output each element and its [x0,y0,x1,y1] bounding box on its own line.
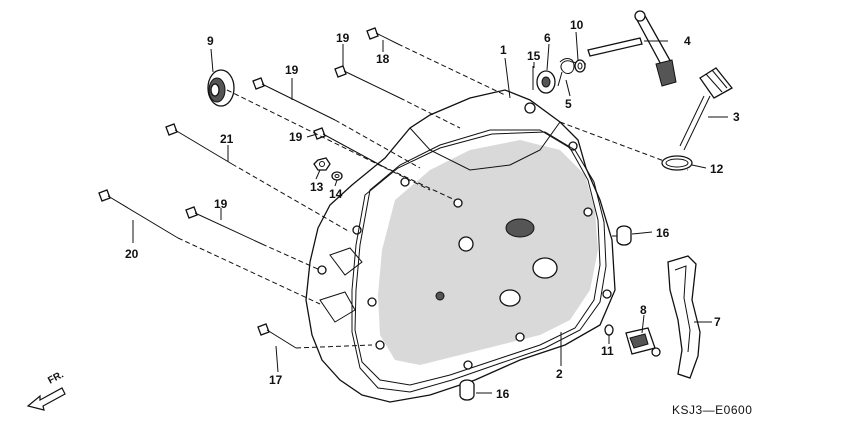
callout-20: 20 [125,247,139,261]
callout-8: 8 [640,303,647,317]
callout-3: 3 [733,110,740,124]
callout-7: 7 [714,315,721,329]
callout-18: 18 [376,52,390,66]
callout-5: 5 [565,97,572,111]
callout-19-right: 19 [289,130,303,144]
oil-dipstick-3 [679,67,733,151]
bolt-18 [366,27,399,45]
bolts [98,27,401,349]
spring-5 [557,58,587,87]
callout-19-low: 19 [214,197,228,211]
callout-14: 14 [329,187,343,201]
callout-19-top: 19 [336,31,350,45]
callout-9: 9 [207,34,214,48]
oil-seal [207,69,235,107]
o-ring-12 [661,155,693,171]
bolt-19-top [334,65,401,99]
callout-1: 1 [500,43,507,57]
nut-13 [313,157,331,171]
washer-10 [574,59,586,73]
right-crankcase-cover [305,89,616,403]
callout-15: 15 [527,49,541,63]
gasket [351,131,607,393]
callout-19-mid: 19 [285,63,299,77]
washer-14 [331,171,343,181]
callout-16-lower: 16 [496,387,510,401]
callout-13: 13 [310,180,324,194]
cover-guard-7 [667,255,701,379]
bolt-20 [98,189,179,239]
bolt-21 [165,123,233,165]
part-number-labels: 9 19 18 19 1 6 15 10 5 4 3 12 21 19 13 1… [125,18,740,401]
front-label: FR. [46,369,66,386]
dowel-pin-upper [616,225,632,246]
callout-2: 2 [556,367,563,381]
washer-11 [604,324,614,336]
front-direction-indicator: FR. [26,369,66,411]
kick-arm-4 [587,10,677,87]
bolt-boss-holes [317,102,612,370]
bolt-17 [257,323,297,349]
callout-16-upper: 16 [656,226,670,240]
callout-11: 11 [601,344,614,358]
callout-6: 6 [544,31,551,45]
leader-lines [132,31,728,394]
bolt-19-right [313,127,383,167]
bolt-19-low [185,206,263,245]
dowel-pin-lower [459,379,475,401]
callout-17: 17 [269,373,283,387]
callout-4: 4 [684,34,691,48]
diagram-code: KSJ3—E0600 [672,403,752,417]
bolt-19-mid [252,77,336,121]
callout-21: 21 [220,132,234,146]
front-arrow-icon [26,387,66,411]
callout-10: 10 [570,18,584,32]
switch-8 [625,327,661,357]
callout-12: 12 [710,162,724,176]
collar-6 [536,70,556,94]
